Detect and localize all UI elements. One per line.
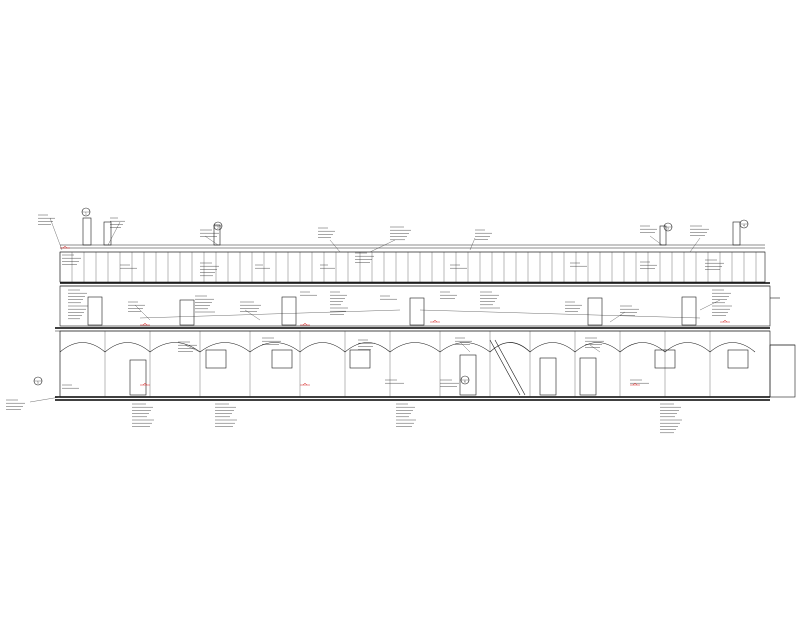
note-block — [195, 295, 215, 313]
leader-line — [469, 237, 476, 251]
note-block — [660, 403, 682, 433]
level-mark — [300, 382, 310, 386]
level-mark — [630, 382, 640, 386]
note-block — [128, 301, 145, 312]
note-block — [178, 341, 197, 352]
upper-floor — [55, 285, 771, 332]
level-mark — [140, 322, 150, 326]
note-block — [585, 337, 604, 348]
leader-line — [204, 235, 219, 246]
note-block — [62, 384, 79, 389]
note-block — [390, 226, 411, 241]
note-block — [240, 301, 261, 312]
level-mark — [300, 322, 310, 326]
leader-line — [689, 237, 701, 253]
section-marker-label: 1 — [85, 212, 87, 216]
section-marker: 5 — [33, 376, 43, 386]
section-marker-label: 5 — [37, 381, 39, 385]
note-block — [132, 403, 154, 427]
section-marker: 3 — [663, 222, 673, 232]
leader-line — [459, 341, 471, 353]
leader-line — [589, 344, 601, 353]
level-mark — [720, 319, 730, 323]
note-block — [380, 295, 397, 300]
section-marker-label: 3 — [667, 227, 669, 231]
leader-line — [609, 311, 626, 323]
leader-line — [49, 217, 63, 251]
leader-line — [107, 221, 121, 246]
note-block — [450, 264, 467, 269]
note-block — [300, 291, 317, 296]
note-block — [6, 399, 25, 410]
note-block — [440, 379, 459, 387]
note-block — [690, 225, 709, 236]
ground-floor — [55, 330, 771, 401]
section-markers: 1 2 3 4 5 6 — [33, 207, 749, 386]
leader-line — [699, 299, 721, 311]
note-block — [358, 339, 375, 350]
leader-lines — [29, 217, 721, 403]
note-block — [318, 227, 335, 238]
note-block — [620, 305, 639, 316]
note-block — [355, 252, 374, 263]
note-block — [62, 254, 81, 265]
note-block — [200, 229, 219, 237]
section-marker: 1 — [81, 207, 91, 217]
note-block — [705, 259, 724, 270]
note-block — [215, 403, 237, 427]
note-block — [110, 217, 125, 228]
note-block — [330, 291, 348, 315]
note-block — [480, 291, 500, 309]
note-block — [68, 289, 88, 319]
note-block — [200, 262, 219, 276]
roof-structure — [59, 244, 765, 282]
section-marker: 6 — [460, 375, 470, 385]
leader-line — [244, 309, 261, 321]
note-block — [570, 262, 587, 267]
note-block — [396, 403, 416, 427]
note-block — [255, 264, 270, 269]
leader-line — [134, 304, 151, 321]
note-block — [440, 291, 457, 299]
note-block — [120, 264, 137, 269]
section-marker-label: 4 — [743, 224, 745, 228]
section-marker-label: 2 — [217, 226, 219, 230]
note-block — [385, 379, 404, 384]
note-block — [640, 225, 657, 233]
note-block — [565, 301, 582, 312]
leader-line — [184, 344, 201, 353]
level-mark — [60, 245, 70, 249]
leader-line — [649, 235, 663, 246]
leader-line — [369, 239, 396, 253]
level-marks — [60, 245, 730, 386]
right-annex — [769, 297, 796, 398]
note-block — [320, 264, 335, 269]
annotations — [6, 214, 732, 433]
note-block — [475, 229, 492, 240]
section-marker: 2 — [213, 221, 223, 231]
leader-line — [329, 239, 341, 253]
parapet-posts — [59, 252, 757, 282]
section-marker: 4 — [739, 219, 749, 229]
section-marker-label: 6 — [464, 380, 466, 384]
level-mark — [140, 382, 150, 386]
note-block — [262, 337, 281, 345]
chimney-stacks — [82, 217, 741, 246]
note-block — [38, 214, 55, 225]
leader-line — [29, 396, 61, 403]
level-mark — [430, 319, 440, 323]
note-block — [640, 261, 657, 269]
note-block — [630, 379, 649, 384]
attic-floor — [59, 251, 770, 287]
vault-arches — [59, 331, 756, 397]
note-block — [712, 289, 732, 316]
